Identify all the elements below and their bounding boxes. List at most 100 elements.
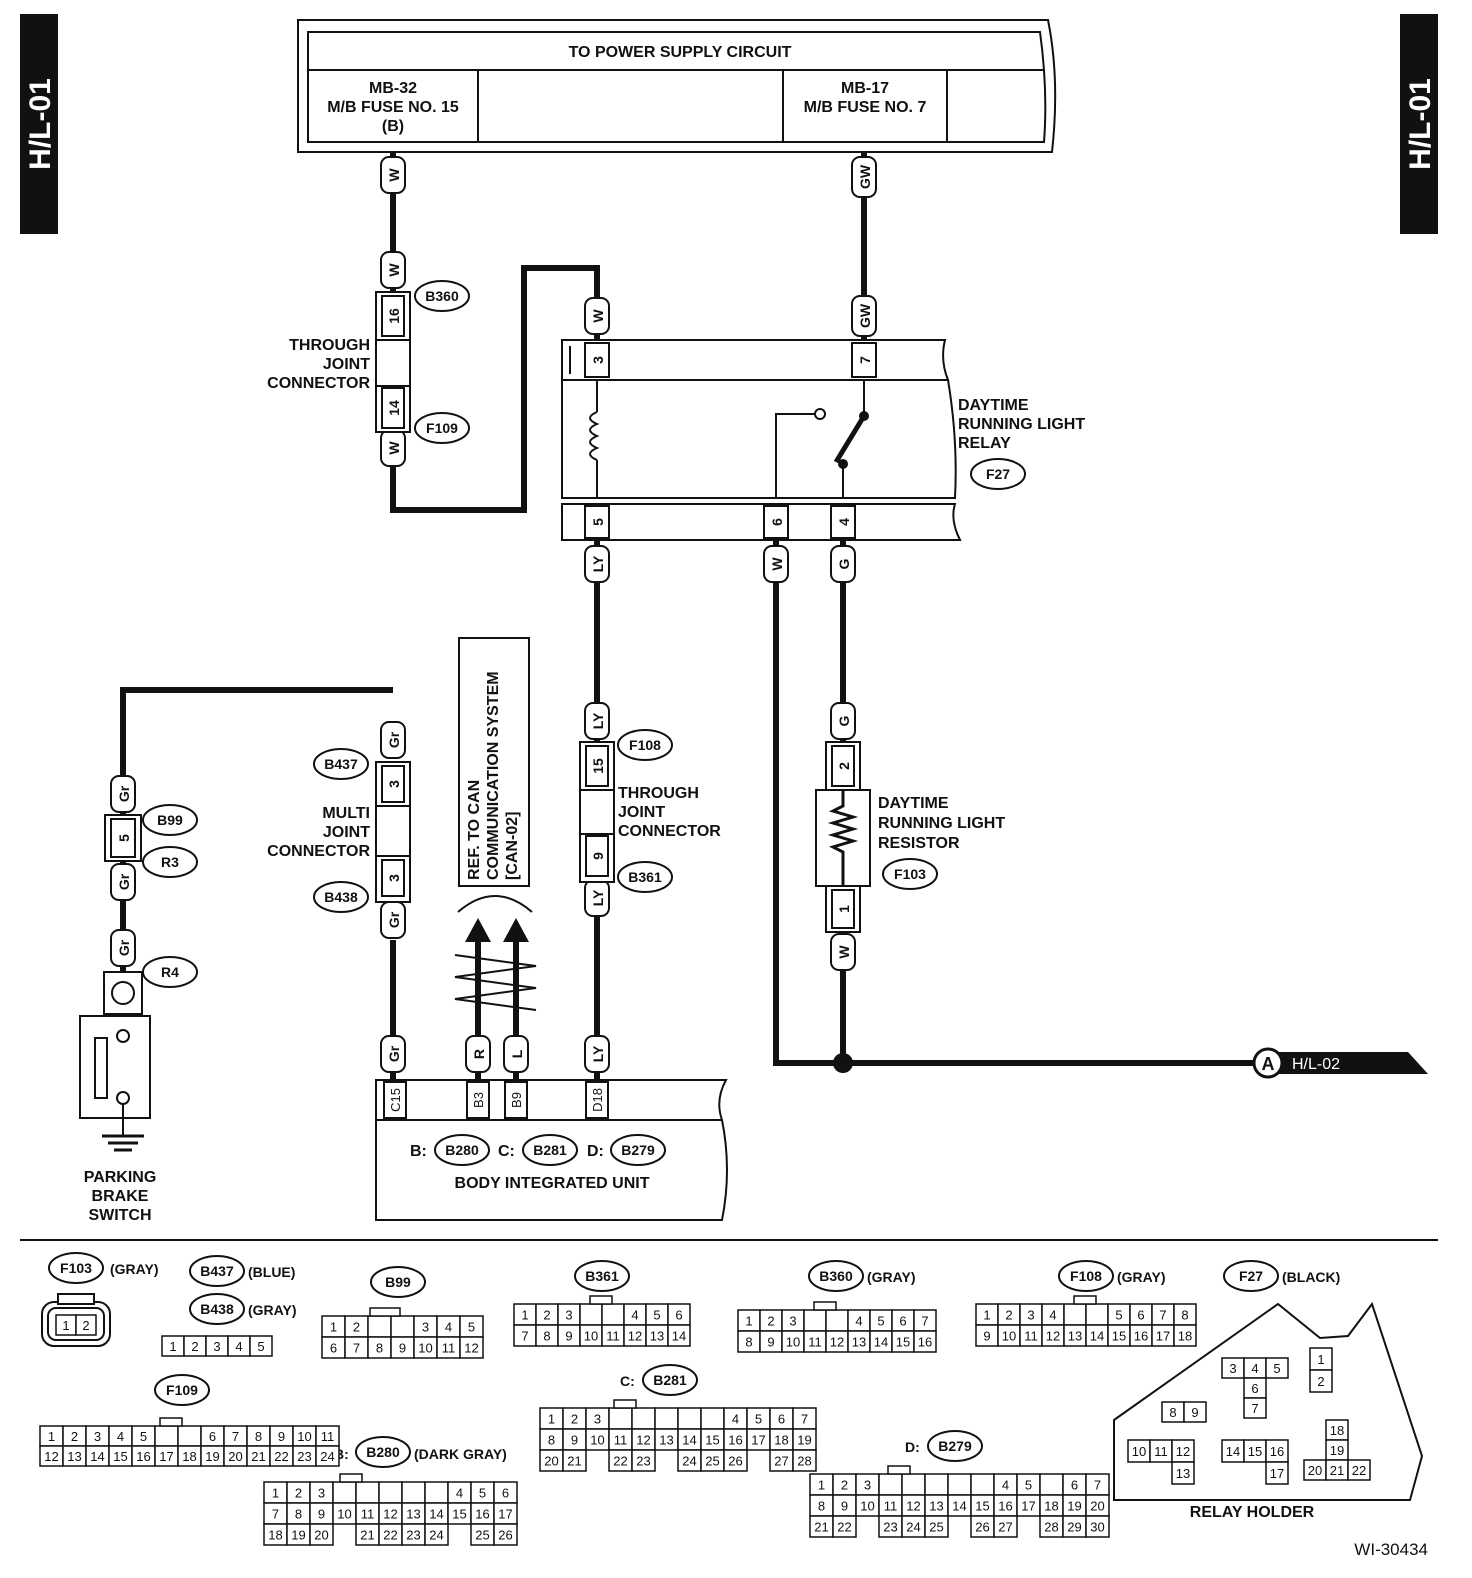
svg-text:W: W — [769, 557, 785, 571]
svg-text:19: 19 — [797, 1433, 811, 1448]
svg-text:21: 21 — [251, 1449, 265, 1464]
svg-text:8: 8 — [376, 1341, 383, 1356]
svg-text:14: 14 — [429, 1507, 443, 1522]
svg-text:B3: B3 — [471, 1092, 486, 1108]
svg-text:18: 18 — [182, 1449, 196, 1464]
svg-text:5: 5 — [653, 1308, 660, 1323]
svg-text:6: 6 — [1251, 1381, 1258, 1396]
svg-text:B279: B279 — [938, 1438, 972, 1454]
svg-text:2: 2 — [71, 1429, 78, 1444]
svg-text:13: 13 — [406, 1507, 420, 1522]
svg-text:D:: D: — [587, 1143, 604, 1160]
svg-text:G: G — [836, 558, 852, 569]
svg-text:17: 17 — [751, 1433, 765, 1448]
svg-text:12: 12 — [383, 1507, 397, 1522]
svg-text:B360: B360 — [819, 1268, 853, 1284]
fuse-15-line2: M/B FUSE NO. 15 — [327, 99, 459, 116]
svg-text:5: 5 — [1273, 1361, 1280, 1376]
svg-text:Gr: Gr — [116, 873, 132, 890]
svg-text:W: W — [386, 168, 402, 182]
svg-text:1: 1 — [48, 1429, 55, 1444]
svg-text:13: 13 — [1176, 1466, 1190, 1481]
svg-text:F109: F109 — [166, 1382, 198, 1398]
fuse-7-line1: MB-17 — [841, 80, 889, 97]
svg-text:4: 4 — [1049, 1308, 1056, 1323]
svg-text:G: G — [836, 715, 852, 726]
svg-text:13: 13 — [929, 1499, 943, 1514]
svg-text:8: 8 — [1181, 1308, 1188, 1323]
svg-text:(GRAY): (GRAY) — [1117, 1269, 1166, 1285]
svg-text:20: 20 — [544, 1454, 558, 1469]
svg-text:11: 11 — [1024, 1329, 1038, 1344]
svg-text:3: 3 — [590, 356, 606, 364]
svg-text:Gr: Gr — [386, 731, 402, 748]
svg-text:B:: B: — [410, 1143, 427, 1160]
svg-text:9: 9 — [590, 852, 606, 860]
offpage-connector-a: A H/L-02 — [1252, 1047, 1428, 1079]
svg-text:5: 5 — [877, 1314, 884, 1329]
svg-text:26: 26 — [975, 1520, 989, 1535]
svg-text:D:: D: — [905, 1439, 920, 1455]
wire-tag-gr-b438: Gr — [380, 901, 406, 939]
svg-text:14: 14 — [672, 1329, 686, 1344]
svg-text:9: 9 — [571, 1433, 578, 1448]
svg-text:5: 5 — [590, 518, 606, 526]
daytime-running-light-relay: 3 7 5 6 4 DAYTIME RUNNING LIGHT RELAY — [561, 339, 1085, 541]
svg-text:27: 27 — [998, 1520, 1012, 1535]
svg-text:CONNECTOR: CONNECTOR — [267, 375, 370, 392]
svg-text:28: 28 — [1044, 1520, 1058, 1535]
figure-id: WI-30434 — [1354, 1540, 1428, 1559]
svg-text:16: 16 — [1134, 1329, 1148, 1344]
wire-tag-gw-top: GW — [851, 156, 877, 198]
svg-text:B437: B437 — [200, 1263, 234, 1279]
svg-text:F109: F109 — [426, 420, 458, 436]
svg-text:16: 16 — [136, 1449, 150, 1464]
connector-badge-f27: F27 — [970, 458, 1026, 490]
through-joint-connector-1: 16 14 THROUGH JOINT CONNECTOR — [267, 291, 411, 433]
svg-text:10: 10 — [418, 1341, 432, 1356]
svg-text:15: 15 — [590, 758, 606, 774]
svg-text:8: 8 — [548, 1433, 555, 1448]
svg-text:6: 6 — [1137, 1308, 1144, 1323]
svg-text:(GRAY): (GRAY) — [867, 1269, 916, 1285]
fuse-7-line2: M/B FUSE NO. 7 — [804, 99, 927, 116]
svg-text:18: 18 — [1044, 1499, 1058, 1514]
svg-text:D18: D18 — [590, 1088, 605, 1112]
wire-tag-l-biu: L — [503, 1035, 529, 1073]
legend-b360: B360 (GRAY) — [808, 1260, 916, 1292]
legend-f108: F108 (GRAY) — [1058, 1260, 1166, 1292]
svg-text:R4: R4 — [161, 964, 179, 980]
pin-grid-relay-b: 12 — [1309, 1347, 1333, 1393]
svg-text:GW: GW — [857, 303, 873, 328]
wire-tag-w-resistor: W — [830, 933, 856, 971]
wire-tag-w-relay6: W — [763, 545, 789, 583]
multi-joint-connector: 3 3 MULTI JOINT CONNECTOR — [267, 761, 411, 903]
svg-text:6: 6 — [899, 1314, 906, 1329]
svg-text:1: 1 — [548, 1412, 555, 1427]
svg-text:23: 23 — [297, 1449, 311, 1464]
wire-tag-g-relay4: G — [830, 545, 856, 583]
svg-text:18: 18 — [774, 1433, 788, 1448]
svg-text:2: 2 — [1005, 1308, 1012, 1323]
svg-text:19: 19 — [1067, 1499, 1081, 1514]
connector-b99-r3: 5 — [104, 814, 142, 862]
svg-text:4: 4 — [235, 1339, 242, 1354]
svg-text:3: 3 — [386, 874, 402, 882]
svg-text:B280: B280 — [445, 1142, 479, 1158]
svg-text:12: 12 — [906, 1499, 920, 1514]
svg-text:25: 25 — [475, 1528, 489, 1543]
svg-text:LY: LY — [590, 555, 606, 572]
svg-text:2: 2 — [1317, 1374, 1324, 1389]
svg-text:B9: B9 — [509, 1092, 524, 1108]
svg-text:21: 21 — [814, 1520, 828, 1535]
svg-text:W: W — [386, 263, 402, 277]
svg-text:7: 7 — [801, 1412, 808, 1427]
svg-text:4: 4 — [631, 1308, 638, 1323]
svg-text:20: 20 — [1308, 1463, 1322, 1478]
svg-text:15: 15 — [1248, 1444, 1262, 1459]
